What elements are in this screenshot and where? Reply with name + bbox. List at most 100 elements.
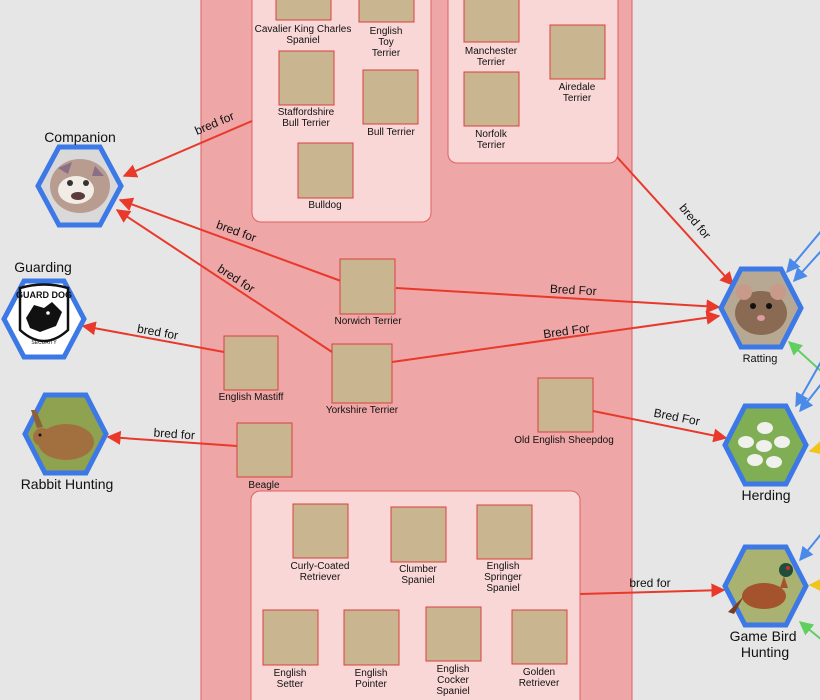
breed-bull-terrier[interactable]: Bull Terrier [362, 69, 419, 138]
breed-photo-icon [275, 0, 332, 21]
breed-photo-icon [390, 506, 447, 563]
edge-label-beagle-to-rabbit: bred for [153, 426, 195, 443]
breed-photo-icon [339, 258, 396, 315]
edge-label-gundog-to-gamebird: bred for [629, 576, 670, 590]
breed-label-sheepdog: Old English Sheepdog [514, 435, 614, 446]
edge-norwich-to-companion[interactable] [118, 197, 342, 282]
rat-photo-icon [735, 284, 787, 335]
edge-label-yorkshire-to-ratting: Bred For [542, 321, 590, 341]
purpose-nodes-layer: Companion GUARD DOG SECURITY Guarding Ra… [1, 129, 809, 660]
node-label-guarding: Guarding [14, 259, 72, 275]
edge-beagle-to-rabbit[interactable] [106, 430, 238, 447]
breed-photo-icon [236, 422, 293, 478]
breed-photo-icon [537, 377, 594, 433]
edge-label-terrier-to-ratting: bred for [676, 201, 713, 242]
node-label-gamebird-line1: Game Bird [730, 628, 797, 644]
edge-gundog-to-gamebird[interactable] [579, 583, 726, 598]
edge-offscreen-blue-5 [799, 533, 820, 562]
svg-text:SECURITY: SECURITY [31, 340, 57, 346]
hare-photo-icon [31, 410, 94, 460]
edge-offscreen-blue-2 [793, 250, 820, 283]
breed-label-norwich: Norwich Terrier [334, 316, 402, 327]
node-label-gamebird: Game Bird Hunting [730, 628, 801, 660]
pheasant-photo-icon [728, 563, 793, 614]
breed-photo-icon [297, 142, 354, 199]
edge-sheepdog-to-herding[interactable] [592, 410, 728, 443]
breed-photo-icon [425, 606, 482, 662]
edge-label-norwich-to-ratting: Bred For [550, 282, 597, 298]
node-gamebird[interactable]: Game Bird Hunting [722, 544, 809, 660]
breed-bulldog[interactable]: Bulldog [297, 142, 354, 211]
node-rabbit[interactable]: Rabbit Hunting [21, 392, 114, 492]
node-companion[interactable]: Companion [35, 129, 124, 228]
breed-photo-icon [331, 343, 393, 404]
breed-label-beagle: Beagle [248, 480, 280, 491]
breed-photo-icon [511, 609, 568, 665]
breed-photo-icon [343, 609, 400, 666]
sheep-photo-icon [738, 422, 790, 468]
breed-beagle[interactable]: Beagle [236, 422, 293, 491]
breed-photo-icon [476, 504, 533, 560]
breed-label-bull-terrier: Bull Terrier [367, 127, 415, 138]
breed-photo-icon [223, 335, 279, 391]
svg-text:GUARD DOG: GUARD DOG [16, 290, 72, 300]
edge-terrier-to-ratting[interactable] [616, 156, 734, 287]
node-label-companion: Companion [44, 129, 116, 145]
breed-yorkshire[interactable]: Yorkshire Terrier [326, 343, 399, 416]
edge-offscreen-blue-1 [786, 230, 820, 274]
node-herding[interactable]: Herding [722, 403, 809, 503]
node-ratting[interactable]: Ratting [718, 266, 804, 365]
breed-mastiff[interactable]: English Mastiff [219, 335, 284, 403]
edge-offscreen-green-2 [798, 621, 820, 640]
node-label-rabbit: Rabbit Hunting [21, 476, 114, 492]
edge-yorkshire-to-companion[interactable] [115, 209, 333, 353]
edge-mastiff-to-guarding[interactable] [81, 321, 225, 353]
node-label-herding: Herding [741, 487, 790, 503]
breed-photo-icon [362, 69, 419, 125]
breed-photo-icon [262, 609, 319, 666]
breed-label-yorkshire: Yorkshire Terrier [326, 405, 399, 416]
breed-photo-icon [549, 24, 606, 80]
edge-offscreen-green-1 [787, 341, 820, 372]
edge-yorkshire-to-ratting[interactable] [391, 310, 721, 363]
breed-photo-icon [292, 503, 349, 559]
edge-offscreen-blue-4 [799, 383, 820, 413]
breed-sheepdog[interactable]: Old English Sheepdog [514, 377, 614, 446]
guard-dog-badge-icon: GUARD DOG SECURITY [16, 283, 72, 346]
edge-offscreen-yellow-1 [808, 441, 820, 455]
breed-photo-icon [463, 0, 520, 43]
edge-toy-to-companion[interactable] [122, 120, 253, 178]
edge-norwich-to-ratting[interactable] [395, 287, 721, 314]
node-guarding[interactable]: GUARD DOG SECURITY Guarding [1, 259, 87, 360]
node-label-ratting: Ratting [743, 353, 778, 365]
breed-norwich[interactable]: Norwich Terrier [334, 258, 402, 327]
